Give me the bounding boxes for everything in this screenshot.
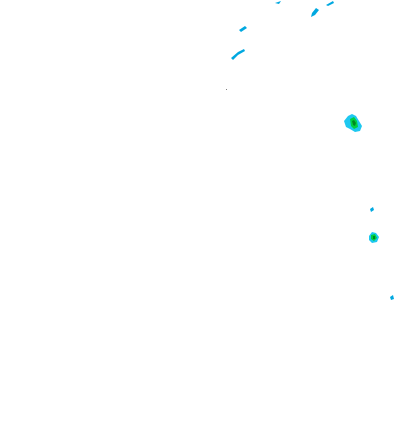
echo-core-large-strong [352,120,356,126]
echo-streak-1 [239,26,247,32]
echo-trace-dot [226,89,227,90]
echo-small-2 [390,295,394,300]
echo-top-1 [275,1,281,4]
echo-top-2 [311,8,319,17]
echo-small-1 [370,207,374,212]
echo-streak-2 [231,49,245,60]
echo-core-small-strong [373,236,375,239]
precipitation-echoes [226,1,394,300]
echo-top-3 [326,1,334,6]
